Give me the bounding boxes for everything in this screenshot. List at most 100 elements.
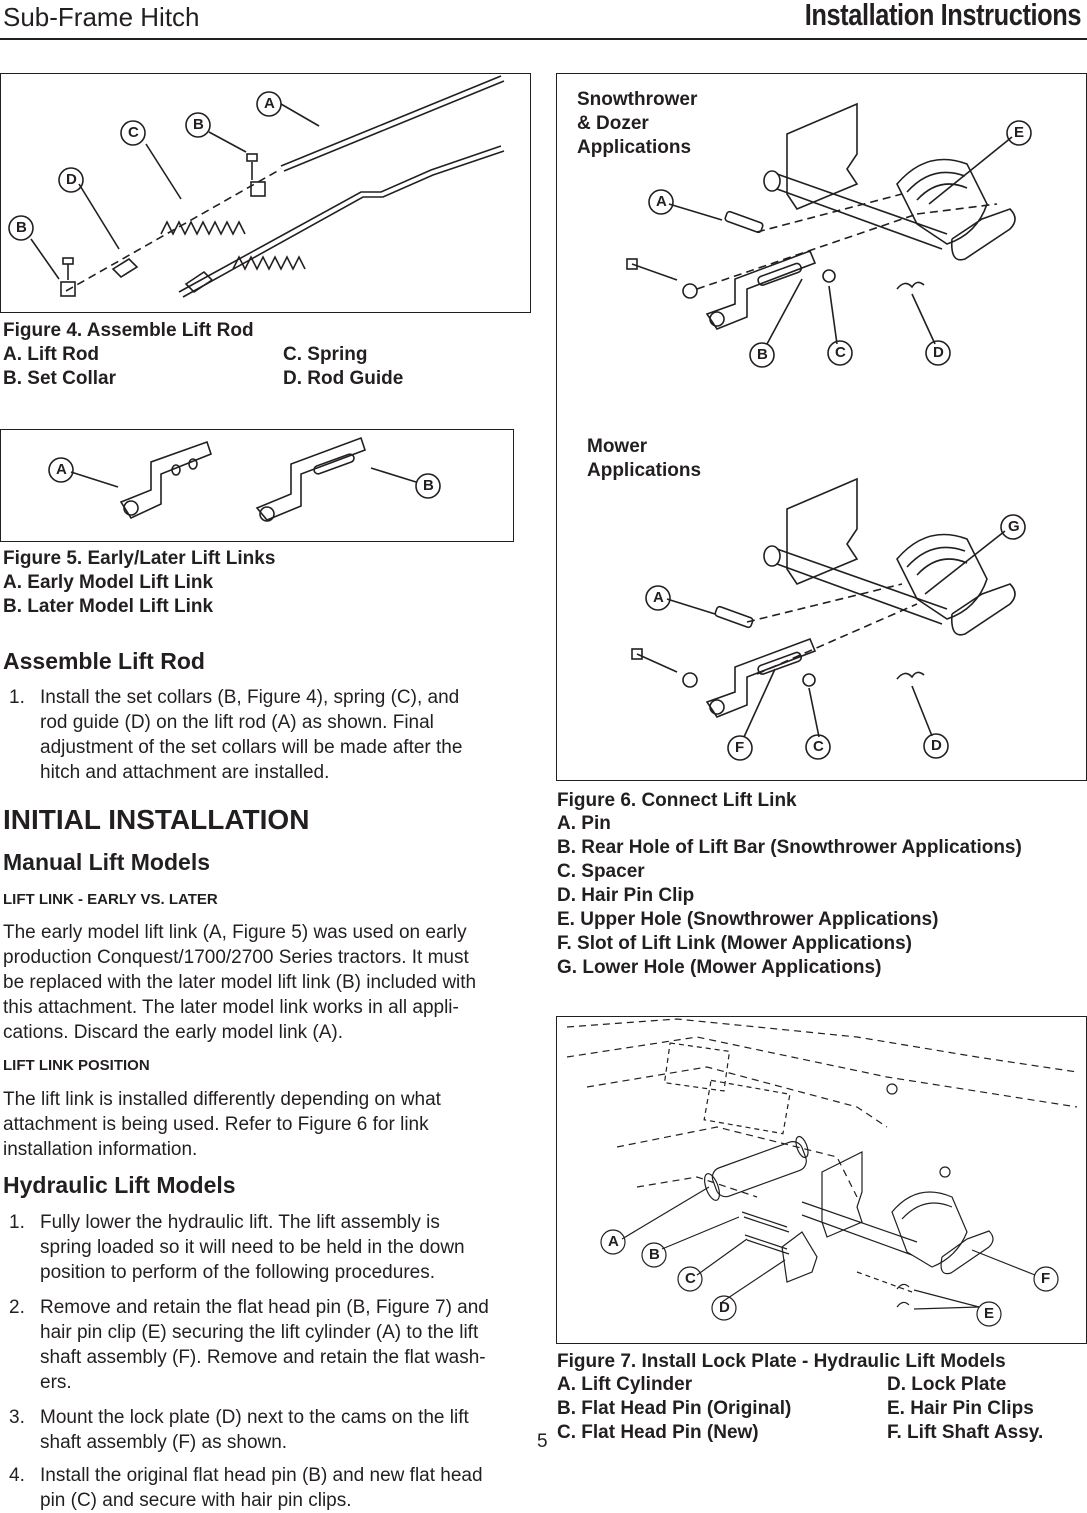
step-line: Mount the lock plate (D) next to the cam… — [40, 1407, 469, 1428]
fig6-legend-item: E. Upper Hole (Snowthrower Applications) — [557, 909, 939, 930]
step-number: 1. — [9, 1212, 25, 1233]
fig6-bottom-label-f: F — [735, 739, 745, 756]
fig4-label-a: A — [264, 95, 275, 112]
step-text: Fully lower the hydraulic lift. The lift… — [40, 1210, 465, 1285]
section-line: Applications — [577, 137, 692, 158]
step-text: Install the set collars (B, Figure 4), s… — [40, 685, 462, 785]
fig4-legend-a: A. Lift Rod — [3, 344, 100, 365]
fig7-legend-b: B. Flat Head Pin (Original) — [557, 1398, 792, 1419]
para-line: installation information. — [3, 1139, 198, 1160]
fig6-top-label-e: E — [1014, 124, 1025, 141]
section-line: Snowthrower — [577, 89, 698, 110]
step-line: pin (C) and secure with hair pin clips. — [40, 1490, 352, 1511]
hydraulic-step-1: 1. Fully lower the hydraulic lift. The l… — [9, 1210, 529, 1286]
fig4-legend-d: D. Rod Guide — [283, 368, 404, 389]
step-text: Mount the lock plate (D) next to the cam… — [40, 1405, 469, 1455]
para-line: attachment is being used. Refer to Figur… — [3, 1114, 429, 1135]
step-line: Install the set collars (B, Figure 4), s… — [40, 687, 460, 708]
fig5-label-a: A — [56, 461, 67, 478]
fig6-legend-item: F. Slot of Lift Link (Mower Applications… — [557, 933, 912, 954]
fig6-section-mower: Mower Applications — [587, 435, 701, 483]
fig6-bottom-label-d: D — [931, 737, 942, 754]
step-number: 4. — [9, 1465, 25, 1486]
page-header-title: Sub-Frame Hitch — [3, 2, 200, 32]
step-number: 3. — [9, 1407, 25, 1428]
fig6-legend-item: B. Rear Hole of Lift Bar (Snowthrower Ap… — [557, 837, 1022, 858]
step-number: 2. — [9, 1297, 25, 1318]
initial-installation-heading: INITIAL INSTALLATION — [3, 804, 310, 835]
step-line: Fully lower the hydraulic lift. The lift… — [40, 1212, 440, 1233]
hydraulic-lift-models-heading: Hydraulic Lift Models — [3, 1172, 236, 1198]
fig4-legend-b: B. Set Collar — [3, 368, 116, 389]
figure-5-illustration: A B — [0, 429, 514, 542]
step-text: Remove and retain the flat head pin (B, … — [40, 1295, 489, 1395]
step-line: position to perform of the following pro… — [40, 1262, 435, 1283]
figure-5-caption-title: Figure 5. Early/Later Lift Links — [3, 548, 276, 569]
step-line: Install the original flat head pin (B) a… — [40, 1465, 483, 1486]
step-line: shaft assembly (F) as shown. — [40, 1432, 288, 1453]
hydraulic-step-3: 3. Mount the lock plate (D) next to the … — [9, 1405, 529, 1455]
step-line: hitch and attachment are installed. — [40, 762, 330, 783]
fig7-label-f: F — [1041, 1270, 1051, 1287]
fig6-legend-item: C. Spacer — [557, 861, 645, 882]
figure-4-legend: A. Lift Rod C. Spring B. Set Collar D. Rod… — [3, 343, 523, 391]
figure-4-illustration: A B C D B — [0, 73, 531, 313]
fig7-label-d: D — [719, 1299, 730, 1316]
fig7-label-e: E — [984, 1305, 995, 1322]
fig6-top-label-a: A — [656, 193, 667, 210]
fig7-legend-a: A. Lift Cylinder — [557, 1374, 693, 1395]
fig6-top-label-b: B — [757, 346, 768, 363]
lift-rod-drawing — [8, 75, 505, 298]
fig6-bottom-label-g: G — [1008, 518, 1020, 535]
fig4-label-b-left: B — [16, 219, 27, 236]
lift-link-paragraph: The early model lift link (A, Figure 5) … — [3, 920, 528, 1045]
lift-link-position-heading: LIFT LINK POSITION — [3, 1057, 150, 1074]
fig5-legend-a: A. Early Model Lift Link — [3, 572, 214, 593]
step-line: Remove and retain the flat head pin (B, … — [40, 1297, 489, 1318]
fig6-top-label-d: D — [933, 344, 944, 361]
fig6-section-snowthrower: Snowthrower & Dozer Applications — [577, 88, 697, 160]
figure-5-legend: A. Early Model Lift Link B. Later Model … — [3, 571, 503, 619]
fig7-label-c: C — [685, 1270, 696, 1287]
fig6-bottom-label-c: C — [813, 738, 824, 755]
figure-7-illustration: A B C D E F — [556, 1016, 1087, 1344]
page-number: 5 — [537, 1431, 548, 1452]
figure-6-caption-title: Figure 6. Connect Lift Link — [557, 790, 797, 811]
lift-link-position-paragraph: The lift link is installed differently d… — [3, 1087, 528, 1162]
fig6-top-label-c: C — [835, 344, 846, 361]
assemble-step-1: 1. Install the set collars (B, Figure 4)… — [9, 685, 529, 785]
para-line: cations. Discard the early model link (A… — [3, 1022, 344, 1043]
step-text: Install the original flat head pin (B) a… — [40, 1463, 483, 1513]
para-line: The lift link is installed differently d… — [3, 1089, 441, 1110]
section-line: & Dozer — [577, 113, 649, 134]
step-line: rod guide (D) on the lift rod (A) as sho… — [40, 712, 434, 733]
step-line: hair pin clip (E) securing the lift cyli… — [40, 1322, 479, 1343]
fig4-legend-c: C. Spring — [283, 344, 368, 365]
header-rule — [0, 38, 1087, 40]
lift-link-connection-drawing — [626, 102, 1032, 761]
fig7-label-a: A — [608, 1233, 619, 1250]
section-line: Mower — [587, 436, 648, 457]
lift-links-drawing — [48, 436, 441, 522]
step-line: shaft assembly (F). Remove and retain th… — [40, 1347, 486, 1368]
fig4-label-d: D — [66, 171, 77, 188]
lock-plate-drawing — [566, 1018, 1078, 1327]
para-line: this attachment. The later model link wo… — [3, 997, 459, 1018]
manual-lift-models-heading: Manual Lift Models — [3, 849, 210, 875]
step-number: 1. — [9, 687, 25, 708]
fig6-legend-item: A. Pin — [557, 813, 611, 834]
step-line: spring loaded so it will need to be held… — [40, 1237, 465, 1258]
assemble-lift-rod-heading: Assemble Lift Rod — [3, 648, 205, 674]
fig7-legend-c: C. Flat Head Pin (New) — [557, 1422, 759, 1443]
para-line: be replaced with the later model lift li… — [3, 972, 477, 993]
fig5-label-b: B — [423, 477, 434, 494]
para-line: production Conquest/1700/2700 Series tra… — [3, 947, 469, 968]
fig7-legend-e: E. Hair Pin Clips — [887, 1398, 1034, 1419]
fig4-label-b-top: B — [193, 116, 204, 133]
fig6-legend-item: G. Lower Hole (Mower Applications) — [557, 957, 882, 978]
fig7-legend-f: F. Lift Shaft Assy. — [887, 1422, 1044, 1443]
page-header-section: Installation Instructions — [804, 0, 1082, 32]
step-line: ers. — [40, 1372, 72, 1393]
fig6-bottom-label-a: A — [653, 589, 664, 606]
